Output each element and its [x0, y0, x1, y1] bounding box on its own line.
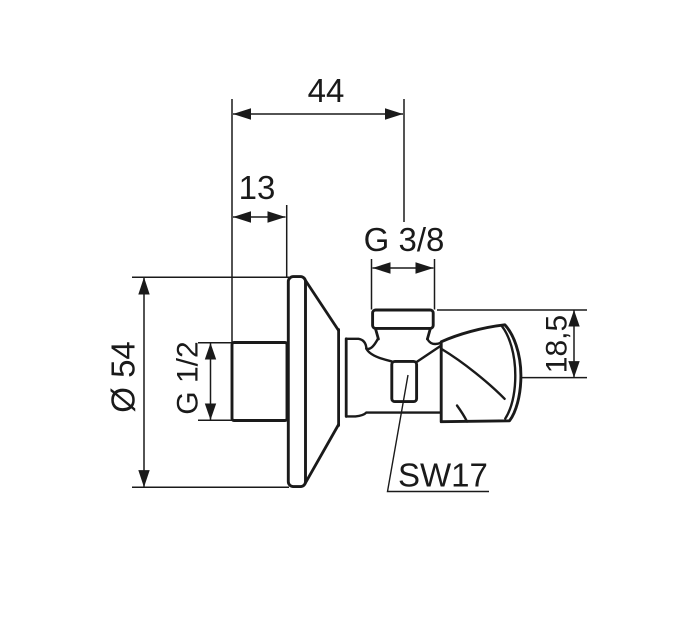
handle-face-curve	[440, 347, 506, 400]
arrow-right-icon	[415, 262, 434, 274]
escutcheon-cone-bottom-edge	[304, 423, 340, 485]
body-right-fillet	[426, 337, 443, 346]
leader-line-sw17	[386, 374, 489, 493]
dimension-44	[233, 108, 403, 120]
body-left-saddle	[365, 347, 393, 363]
handle-cap-inner-edge	[500, 325, 517, 420]
dimension-g12	[204, 343, 217, 420]
dim-label-g12: G 1/2	[172, 341, 205, 414]
body-bottom-edge	[345, 411, 443, 418]
arrow-up-icon	[138, 277, 150, 295]
arrow-right-icon	[267, 211, 286, 223]
dim-label-185: 18,5	[541, 315, 574, 373]
dim-label-g38: G 3/8	[364, 221, 445, 258]
arrow-right-icon	[385, 108, 403, 120]
arrow-down-icon	[138, 470, 150, 488]
outlet-pipe-right-side	[426, 327, 432, 341]
inlet-thread-connector	[230, 341, 289, 422]
dim-label-13: 13	[239, 169, 276, 206]
arrow-left-icon	[233, 108, 251, 120]
escutcheon-cone-top-edge	[304, 279, 340, 332]
bonnet-nut-sw17	[390, 359, 419, 404]
body-top-left-contour	[345, 337, 368, 350]
arrow-up-icon	[568, 310, 580, 327]
dimension-185	[568, 310, 580, 378]
body-left-fillet	[365, 337, 379, 351]
arrow-left-icon	[372, 262, 391, 274]
arrow-down-icon	[204, 403, 217, 420]
handle-knob-silhouette	[439, 323, 523, 424]
extension-lines	[132, 99, 587, 489]
arrow-down-icon	[568, 361, 580, 378]
dim-label-44: 44	[308, 72, 345, 109]
dimension-g38	[372, 262, 434, 274]
valve-body-group	[230, 275, 523, 489]
dim-label-sw17: SW17	[398, 457, 488, 494]
arrow-up-icon	[204, 343, 217, 360]
arrow-left-icon	[233, 211, 251, 223]
dimension-dia54	[138, 277, 150, 488]
handle-face-lower-curve	[455, 404, 469, 423]
dimension-13	[233, 211, 286, 223]
body-right-saddle	[415, 344, 443, 364]
dimension-labels: 44 13 G 3/8 Ø 54 G 1/2 18,5 SW17	[105, 72, 574, 494]
outlet-thread-cap	[371, 308, 435, 330]
escutcheon-face	[286, 275, 307, 489]
dim-label-dia54: Ø 54	[105, 341, 142, 413]
outlet-pipe-left-side	[374, 327, 380, 341]
